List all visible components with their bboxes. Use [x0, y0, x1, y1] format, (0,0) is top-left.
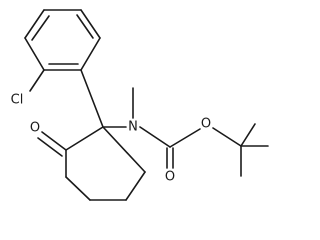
chemical-structure: Cl O N O O: [11, 9, 269, 201]
bond-q-carbonyl-carbon: [65, 126, 104, 151]
bond-ring-3: [65, 176, 91, 201]
ketone-double-bond-a: [41, 131, 67, 151]
double-bond-inner-3: [76, 14, 94, 39]
bond-phenyl-quaternary: [80, 69, 104, 128]
double-bond-inner-1: [31, 15, 50, 41]
carbonyl-oxygen-label: O: [165, 170, 175, 185]
bond-ring-5: [125, 171, 146, 201]
bond-c2-c3: [24, 9, 45, 39]
bond-c3-c4: [24, 37, 45, 71]
benzene-ring: [24, 9, 101, 71]
ketone-double-bond-b: [37, 137, 63, 157]
bond-c4-chlorine: [29, 69, 45, 92]
bond-c6-c1: [80, 9, 101, 39]
bond-ring-6: [102, 126, 146, 173]
tert-butyl-group: [240, 123, 269, 177]
bond-ester-oxygen-tbutyl: [212, 127, 242, 147]
bond-carbamate-ester-oxygen: [169, 128, 201, 148]
nitrogen-label: N: [128, 120, 138, 135]
ester-oxygen-label: O: [201, 117, 211, 132]
chlorine-label: Cl: [11, 93, 24, 108]
cyclohexanone-ring: [65, 126, 146, 201]
bond-nitrogen-carbamate: [139, 126, 171, 148]
tbutyl-methyl-up: [240, 123, 256, 147]
bond-c5-c6: [80, 37, 101, 71]
ketone-oxygen-label: O: [30, 121, 40, 136]
